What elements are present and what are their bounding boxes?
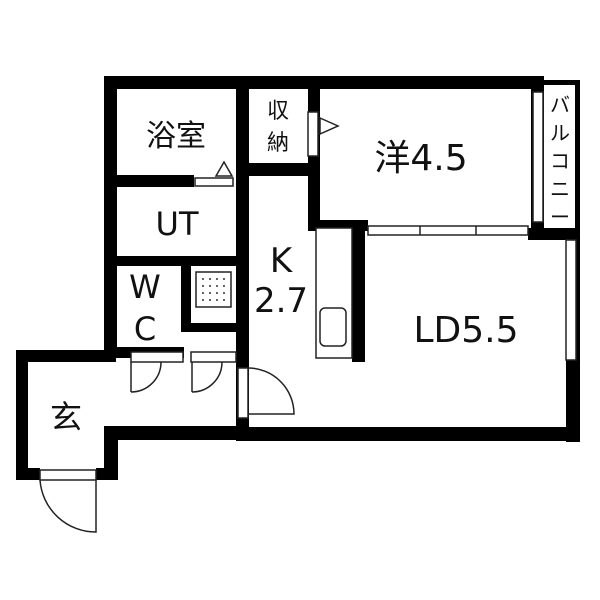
storage-door-triangle-icon [319,116,340,136]
balcony-char: ー [550,205,570,229]
fixtures [194,91,577,361]
living-dining-label: LD5.5 [413,310,518,351]
balcony-char: バ [550,93,570,117]
wall-entrance-bottom-left [16,468,40,480]
bath-label: 浴室 [146,119,206,154]
room-labels: 浴室 収 納 洋4.5 UT K 2.7 W C LD5.5 玄 バ ル コ ニ… [50,93,570,436]
kitchen-sink [319,307,347,347]
window-western-ld [367,225,529,236]
balcony-frame-right [575,80,580,240]
wall-bath-storage [236,76,249,186]
wall-entrance-left [16,350,28,480]
wc-door-frame [130,351,184,363]
storage-label-line2: 納 [267,131,289,156]
wall-entrance-bottom-right [96,468,118,480]
balcony-label: バ ル コ ニ ー [550,93,570,229]
entrance-door-swing [39,479,97,533]
bath-door [194,177,234,187]
balcony-char: ニ [550,177,570,201]
wall-bath-ut [104,175,194,187]
wall-wc-right [181,256,191,326]
wall-entrance-top [16,350,116,362]
wall-ut-wc [104,256,236,266]
wc-door-swing [130,361,162,393]
entrance-door-frame [39,469,97,481]
balcony-char: ル [550,121,570,145]
entrance-label: 玄 [50,398,82,436]
wall-wc-door-left [181,323,236,332]
door-indicators [214,116,340,177]
wall-hall-bottom [104,426,249,440]
western-room-label: 洋4.5 [374,138,467,179]
bath-door-triangle-icon [214,160,234,177]
storage-door [307,111,319,157]
wall-western-ld-left [308,220,368,231]
ut-door-swing [191,361,223,393]
walls [16,76,580,480]
wall-entrance-right [104,426,118,480]
washer-pan [195,271,232,308]
window-balcony [532,91,544,223]
balcony-char: コ [550,149,570,173]
wc-label-line1: W [129,268,161,306]
kitchen-door-frame [237,367,249,419]
wall-left-upper [104,76,117,358]
ut-door-frame [190,351,237,363]
wall-bottom [236,427,580,441]
wall-kitchen-ld [352,220,365,362]
wall-ut-kitchen [236,176,249,426]
kitchen-door-swing [247,367,295,415]
balcony-frame-top [544,80,580,85]
door-swings [39,351,295,533]
wall-storage-bottom [236,163,318,176]
kitchen-label-line2: 2.7 [254,281,308,321]
washer-drain-pattern [202,278,225,301]
utility-label: UT [156,205,199,243]
storage-label-line1: 収 [267,99,289,124]
wall-top [104,76,544,89]
wc-label-line2: C [134,310,156,348]
kitchen-label-line1: K [270,241,294,281]
window-ld-right [565,239,577,361]
